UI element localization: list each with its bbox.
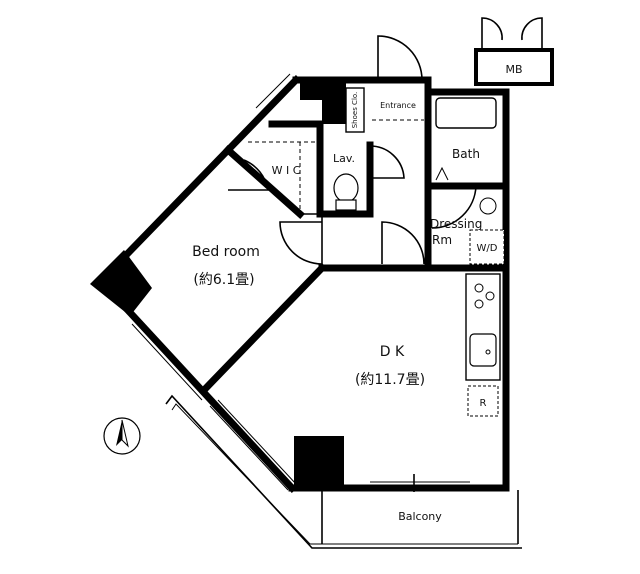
- interior-walls: [201, 76, 510, 393]
- lav-label: Lav.: [333, 152, 355, 165]
- stove-icon: [474, 283, 495, 309]
- wd-label: W/D: [477, 243, 498, 254]
- kitchen-counter: R: [465, 273, 501, 417]
- sink-icon: [469, 333, 497, 367]
- dressing-label-1: Dressing: [430, 217, 482, 231]
- bathtub-icon: [435, 97, 497, 129]
- refrigerator-space: [467, 385, 499, 417]
- windows: [131, 73, 470, 492]
- compass-north-icon: [103, 417, 141, 455]
- dining-kitchen: D K (約11.7畳): [355, 344, 425, 388]
- balcony-label: Balcony: [398, 510, 442, 523]
- columns: [90, 78, 346, 488]
- bath-label: Bath: [452, 147, 480, 161]
- shoes-label: Shoes Clo.: [351, 92, 359, 129]
- bath-room: Bath: [435, 97, 497, 181]
- balcony: Balcony: [165, 394, 522, 549]
- bedroom-size: (約6.1畳): [193, 272, 254, 288]
- doors: [228, 17, 543, 265]
- washer-space: [469, 229, 505, 265]
- meter-box: MB: [474, 48, 554, 86]
- dk-label: D K: [380, 344, 405, 360]
- dressing-label-2: Rm: [432, 233, 452, 247]
- mb-label: MB: [505, 63, 522, 76]
- toilet-icon: [333, 173, 359, 211]
- refrigerator-label: R: [480, 398, 487, 409]
- bedroom-label: Bed room: [192, 244, 260, 260]
- walk-in-closet: W I C: [248, 141, 318, 212]
- dk-size: (約11.7畳): [355, 372, 425, 388]
- shoe-cabinet: Shoes Clo. Entrance: [345, 87, 424, 133]
- lavatory: Lav.: [333, 152, 359, 211]
- bedroom: Bed room (約6.1畳): [192, 244, 260, 288]
- entrance-label: Entrance: [380, 101, 416, 110]
- wic-label: W I C: [272, 164, 301, 177]
- dressing-room: Dressing Rm W/D: [430, 197, 505, 265]
